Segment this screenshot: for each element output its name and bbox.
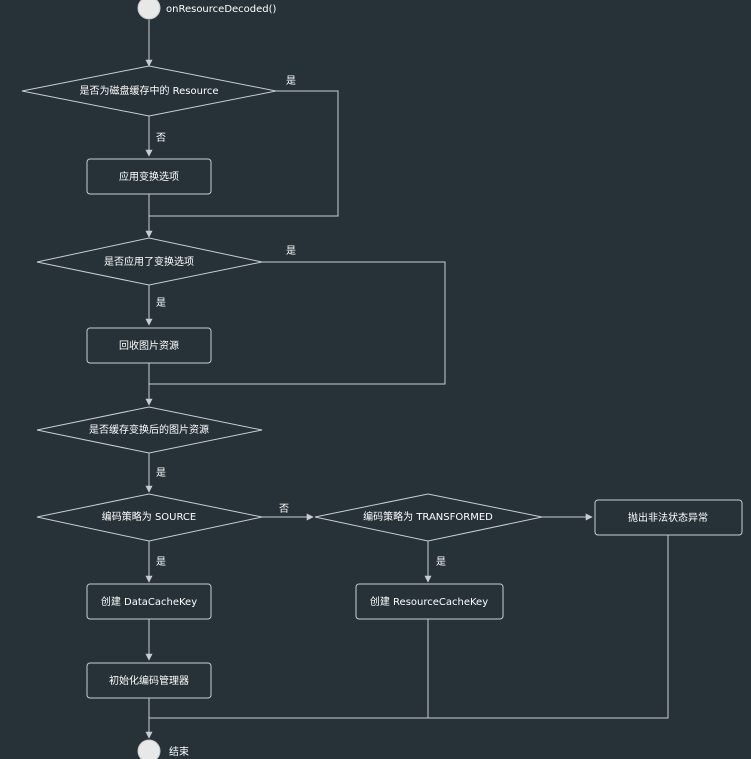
process-init-encode-manager-label: 初始化编码管理器 [109, 674, 189, 687]
start-node: onResourceDecoded() [137, 0, 277, 20]
end-node: 结束 [137, 739, 189, 759]
process-create-datacachekey-label: 创建 DataCacheKey [101, 595, 197, 608]
decision-strategy-source-label: 编码策略为 SOURCE [102, 510, 196, 523]
decision-strategy-transformed-label: 编码策略为 TRANSFORMED [363, 510, 493, 523]
process-create-resourcecachekey-label: 创建 ResourceCacheKey [370, 595, 488, 608]
process-recycle: 回收图片资源 [86, 327, 212, 364]
process-recycle-label: 回收图片资源 [119, 339, 179, 352]
edge-check-disk-cache-yes [149, 90, 339, 217]
edge-check-applied-yes-right [149, 261, 446, 385]
decision-cache-transformed: 是否缓存变换后的图片资源 [36, 406, 263, 454]
process-throw-exception: 抛出非法状态异常 [594, 499, 743, 536]
decision-strategy-source: 编码策略为 SOURCE [36, 493, 263, 542]
label-check-applied-yes-down: 是 [156, 297, 166, 309]
label-strategy-source-no: 否 [279, 503, 289, 515]
process-create-resourcecachekey: 创建 ResourceCacheKey [355, 583, 504, 620]
process-apply-transform-label: 应用变换选项 [119, 170, 179, 183]
end-label: 结束 [169, 745, 189, 758]
decision-strategy-transformed: 编码策略为 TRANSFORMED [314, 493, 543, 542]
end-circle [137, 739, 161, 759]
process-apply-transform: 应用变换选项 [86, 158, 212, 195]
decision-disk-cache: 是否为磁盘缓存中的 Resource [21, 65, 277, 117]
start-label: onResourceDecoded() [166, 4, 277, 15]
process-throw-exception-label: 抛出非法状态异常 [628, 511, 708, 524]
decision-transform-applied: 是否应用了变换选项 [36, 237, 263, 286]
edges [145, 20, 669, 739]
label-check-disk-cache-no: 否 [156, 132, 166, 144]
edge-labels: 是 否 是 是 是 否 是 是 [156, 75, 446, 568]
label-strategy-transformed-yes: 是 [436, 556, 446, 568]
label-check-disk-cache-yes: 是 [286, 75, 296, 87]
decision-cache-transformed-label: 是否缓存变换后的图片资源 [89, 423, 209, 436]
label-check-applied-yes-right: 是 [286, 245, 296, 257]
process-init-encode-manager: 初始化编码管理器 [86, 662, 212, 699]
edge-error-to-merge [428, 535, 669, 719]
label-check-cache-transformed-yes: 是 [156, 467, 166, 479]
start-circle [137, 0, 161, 20]
label-strategy-source-yes: 是 [156, 556, 166, 568]
process-create-datacachekey: 创建 DataCacheKey [86, 583, 212, 620]
decision-transform-applied-label: 是否应用了变换选项 [104, 255, 194, 268]
decision-disk-cache-label: 是否为磁盘缓存中的 Resource [79, 84, 218, 97]
